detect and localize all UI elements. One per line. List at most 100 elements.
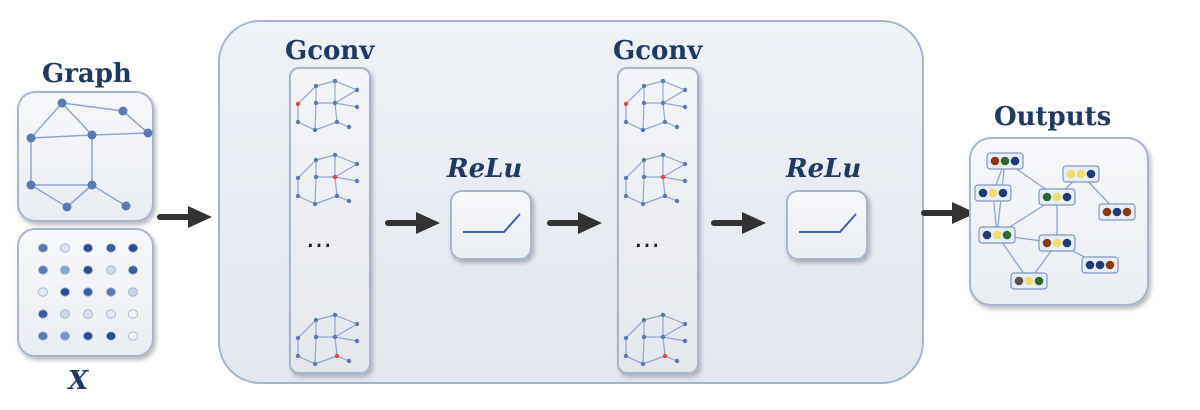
feature-dot <box>60 243 71 253</box>
mini-graph-node <box>346 358 352 364</box>
mini-graph-edge <box>662 336 686 342</box>
mini-graph-edge <box>334 154 358 165</box>
relu-label-2: ReLu <box>786 154 862 184</box>
mini-graph-edge <box>334 163 358 178</box>
mini-graph-edge <box>642 121 666 131</box>
mini-graph-node <box>295 353 301 359</box>
mini-graph-node <box>313 334 319 340</box>
mini-graph-node <box>313 174 319 180</box>
mini-graph-node <box>313 100 319 106</box>
feature-dot <box>83 287 94 297</box>
feature-dot <box>60 287 71 297</box>
graph-node <box>87 130 97 140</box>
mini-graph-edge <box>334 176 338 197</box>
mini-graph-edge <box>662 176 666 197</box>
arrow-icon <box>921 202 976 224</box>
mini-graph-node <box>660 152 666 158</box>
mini-graph-node <box>346 124 352 130</box>
feature-dot <box>128 265 139 275</box>
mini-graph-node <box>332 152 338 158</box>
mini-graph-node <box>295 193 301 199</box>
graph-node <box>62 202 72 212</box>
mini-graph-edge <box>297 159 317 179</box>
mini-graph-node <box>312 361 318 367</box>
mini-graph-edge <box>643 80 664 87</box>
graph-node <box>143 128 153 138</box>
feature-dot <box>37 287 48 297</box>
mini-graph-node <box>312 127 318 133</box>
output-node <box>1081 256 1119 274</box>
mini-graph-edge <box>642 355 666 365</box>
mini-graph-node <box>332 78 338 84</box>
mini-graph-node <box>682 104 688 110</box>
mini-graph-node <box>641 334 647 340</box>
output-node <box>1098 203 1136 221</box>
mini-graph-edge <box>314 121 338 131</box>
mini-graph-edge <box>662 89 686 104</box>
mini-graph-edge <box>297 195 316 205</box>
graph-node <box>118 106 128 116</box>
mini-graph-edge <box>334 323 358 338</box>
mini-graph-edge <box>625 355 644 365</box>
mini-graph-node <box>623 119 629 125</box>
output-node <box>974 184 1012 202</box>
x-label: X <box>68 366 89 396</box>
mini-graph-edge <box>297 319 317 339</box>
mini-graph-node <box>662 193 668 199</box>
graph-node <box>121 201 131 211</box>
mini-graph-node <box>354 338 360 344</box>
mini-graph <box>295 312 360 367</box>
mini-graph-node <box>641 83 647 89</box>
mini-graph-node <box>641 157 647 163</box>
mini-graph-node <box>346 198 352 204</box>
output-node <box>978 226 1016 244</box>
mini-graph <box>295 78 360 133</box>
graph-node <box>57 98 67 108</box>
graph-node <box>26 180 36 190</box>
mini-graph-edge <box>625 195 644 205</box>
mini-graph-node <box>332 334 338 340</box>
mini-graph-edge <box>297 85 317 105</box>
mini-graph-node <box>354 104 360 110</box>
mini-graph-edge <box>625 159 645 179</box>
mini-graph-node <box>623 335 629 341</box>
mini-graph-edge <box>662 314 686 325</box>
mini-graph <box>295 152 360 207</box>
relu-box-1 <box>450 190 532 260</box>
mini-graph <box>623 152 688 207</box>
mini-graph-node <box>334 119 340 125</box>
output-node <box>986 152 1024 170</box>
feature-dot <box>106 243 117 253</box>
mini-graph-node <box>332 174 338 180</box>
mini-graph-node <box>623 101 629 107</box>
mini-graph-edge <box>625 319 645 339</box>
mini-graph <box>623 78 688 133</box>
gconv-label-2: Gconv <box>613 36 703 66</box>
mini-graph-edge <box>314 336 317 365</box>
mini-graph-node <box>682 161 688 167</box>
mini-graph-edge <box>297 121 316 131</box>
mini-graph-edge <box>662 176 686 182</box>
gconv-2-graphs <box>623 78 688 367</box>
mini-graph-node <box>313 83 319 89</box>
output-node <box>1010 272 1048 290</box>
arrow-icon <box>157 206 212 228</box>
feature-dot <box>106 309 117 319</box>
feature-dot <box>106 265 117 275</box>
mini-graph-edge <box>642 336 645 365</box>
feature-dot <box>128 287 139 297</box>
mini-graph-edge <box>315 80 336 87</box>
feature-dot <box>60 309 71 319</box>
mini-graph-node <box>660 174 666 180</box>
mini-graph-node <box>682 178 688 184</box>
mini-graph-edge <box>334 102 358 108</box>
mini-graph-node <box>354 161 360 167</box>
mini-graph-edge <box>643 154 664 161</box>
input-graph-drawing <box>26 98 153 212</box>
mini-graph-node <box>641 100 647 106</box>
mini-graph-edge <box>662 336 666 357</box>
mini-graph-node <box>312 201 318 207</box>
mini-graph-edge <box>642 102 645 131</box>
output-node <box>1038 188 1076 206</box>
mini-graph-node <box>623 353 629 359</box>
